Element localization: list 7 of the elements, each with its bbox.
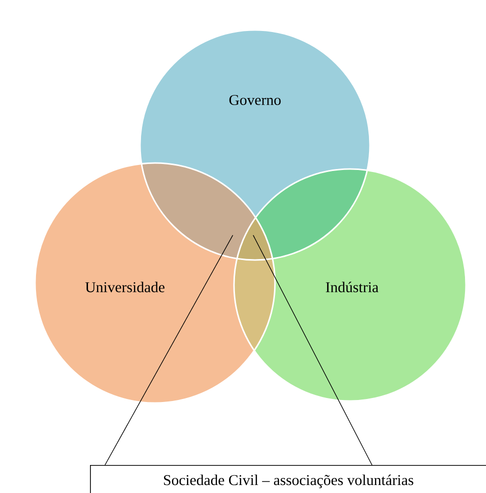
overlap-region <box>237 218 272 260</box>
leader-line <box>252 234 372 466</box>
circle-label: Universidade <box>85 282 164 292</box>
circle-label: Governo <box>229 94 281 106</box>
circle-label: Indústria <box>326 282 378 292</box>
leader-line <box>104 234 234 466</box>
text-box: Sociedade Civil – associações voluntárias <box>90 465 486 493</box>
